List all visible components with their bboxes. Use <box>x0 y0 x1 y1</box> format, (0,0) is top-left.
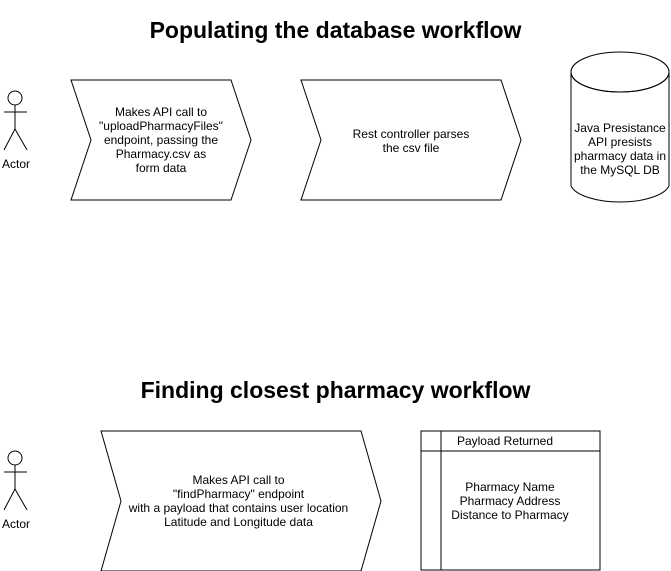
actor-label-bottom: Actor <box>1 517 30 531</box>
database-text: Java Presistance API presists pharmacy d… <box>571 92 669 206</box>
actor-figure-top <box>3 90 28 151</box>
payload-table-header: Payload Returned <box>456 434 554 448</box>
payload-table-body: Pharmacy Name Pharmacy Address Distance … <box>441 451 579 551</box>
step-find-text: Makes API call to "findPharmacy" endpoin… <box>96 431 381 571</box>
step-find-shape <box>100 430 382 571</box>
title-finding-pharmacy: Finding closest pharmacy workflow <box>140 377 531 403</box>
step-upload-shape <box>70 79 252 201</box>
step-find-line: Latitude and Longitude data <box>164 515 313 529</box>
step-find-line: "findPharmacy" endpoint <box>172 487 305 501</box>
step-upload-line: endpoint, passing the <box>103 133 219 147</box>
step-parse-line: the csv file <box>382 140 440 155</box>
step-upload-line: form data <box>135 161 187 175</box>
title-populating-database: Populating the database workflow <box>149 17 522 43</box>
step-upload-line: "uploadPharmacyFiles" <box>99 119 223 133</box>
database-line: API presists <box>587 135 653 149</box>
step-upload-line: Pharmacy.csv as <box>115 147 207 161</box>
payload-field: Pharmacy Address <box>459 494 561 508</box>
actor-label-top: Actor <box>1 157 30 171</box>
database-line: Java Presistance <box>574 121 666 135</box>
actor-figure-bottom <box>3 450 28 511</box>
step-find-line: with a payload that contains user locati… <box>128 501 349 515</box>
step-find-line: Makes API call to <box>192 473 285 487</box>
step-upload-text: Makes API call to "uploadPharmacyFiles" … <box>91 80 231 200</box>
database-cylinder <box>570 51 670 203</box>
payload-field: Pharmacy Name <box>465 480 555 494</box>
payload-table-shape <box>420 430 601 571</box>
database-line: the MySQL DB <box>580 163 660 177</box>
payload-field: Distance to Pharmacy <box>451 508 569 522</box>
database-line: pharmacy data in <box>573 149 667 163</box>
step-parse-line: Rest controller parses <box>352 126 470 141</box>
step-upload-line: Makes API call to <box>114 105 208 119</box>
step-parse-shape <box>300 79 522 201</box>
step-parse-text: Rest controller parses the csv file <box>321 80 501 230</box>
